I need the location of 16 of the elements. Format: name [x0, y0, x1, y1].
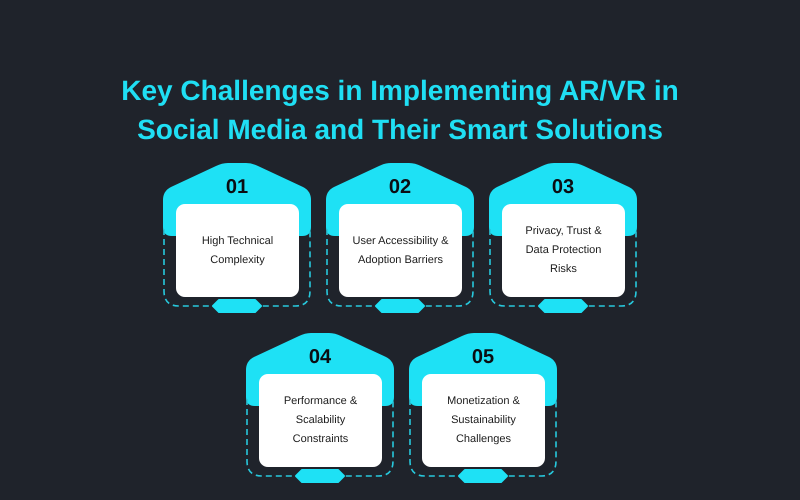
text-panel [502, 204, 625, 297]
text-panel [259, 374, 382, 467]
text-panel [339, 204, 462, 297]
challenge-label: Performance & Scalability Constraints [282, 394, 358, 447]
step-number: 01 [226, 176, 248, 198]
challenge-label: High Technical Complexity [200, 234, 274, 268]
challenge-label: Monetization & Sustainability Challenges [446, 394, 521, 447]
text-panel [422, 374, 545, 467]
challenge-label: User Accessibility & Adoption Barriers [352, 234, 450, 268]
step-number: 05 [472, 346, 494, 368]
step-number: 02 [388, 176, 412, 198]
step-number: 04 [308, 346, 332, 368]
challenge-label: Privacy, Trust & Data Protection Risks [524, 224, 603, 277]
title: Key Challenges in Implementing AR/VR in Social Media and Their Smart Solutions [120, 74, 680, 147]
text-panel [176, 204, 299, 297]
step-number: 03 [552, 176, 574, 198]
